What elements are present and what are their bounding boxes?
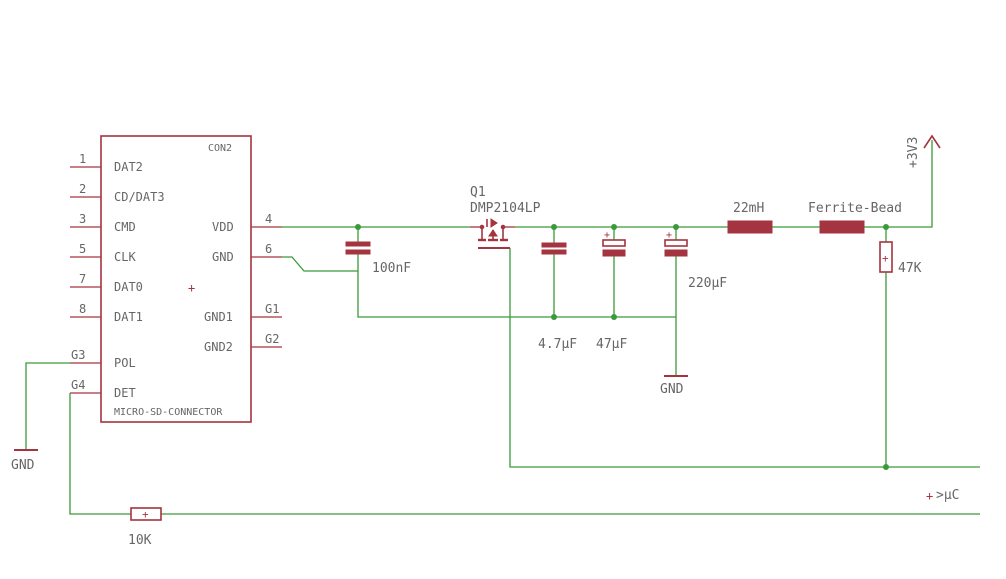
capacitor-220uf: + 220µF [664,230,727,291]
junction-dot [551,314,557,320]
ferrite-bead: Ferrite-Bead [808,201,902,234]
pin-label: CMD [114,220,136,234]
ground-symbol-mid: GND [660,375,688,397]
connector-name: CON2 [208,143,232,154]
power-symbol-3v3: +3V3 [906,134,941,168]
pin-label: DAT2 [114,160,143,174]
pin-label: CD/DAT3 [114,190,165,204]
capacitor-value: 220µF [688,276,727,291]
micro-sd-connector: CON2 MICRO-SD-CONNECTOR + 1 2 3 5 7 8 G3… [70,135,282,423]
connector-value: MICRO-SD-CONNECTOR [114,407,223,418]
pin-label: GND2 [204,340,233,354]
ground-label: GND [660,382,684,397]
pin-number: G3 [71,348,85,362]
pin-label: VDD [212,220,234,234]
transistor-name: Q1 [470,185,486,200]
pin-number: 6 [265,242,272,256]
pin-number: 5 [79,242,86,256]
resistor-10k: + 10K [128,507,162,548]
resistor-mark: + [882,252,889,265]
polarity-mark: + [604,230,610,241]
capacitor-100nf: 100nF [345,241,411,276]
signal-label: >µC [936,488,959,503]
capacitor-value: 47µF [596,337,627,352]
junction-dot [551,224,557,230]
power-label: +3V3 [906,137,921,168]
capacitor-value: 100nF [372,261,411,276]
polarity-mark: + [666,230,672,241]
pin-number: 4 [265,212,272,226]
pin-label: CLK [114,250,136,264]
pin-number: G4 [71,378,85,392]
ground-label: GND [11,458,35,473]
capacitor-47uf: + 47µF [596,230,627,352]
junction-dot [883,224,889,230]
junction-dot [355,224,361,230]
connector-origin-mark: + [188,281,195,295]
resistor-mark: + [142,508,149,521]
resistor-value: 47K [898,261,922,276]
capacitor-value: 4.7µF [538,337,577,352]
capacitor-4-7uf: 4.7µF [538,242,577,352]
resistor-47k: + 47K [879,241,922,276]
pin-label: DAT0 [114,280,143,294]
ferrite-value: Ferrite-Bead [808,201,902,216]
pin-number: 8 [79,302,86,316]
pin-label: DAT1 [114,310,143,324]
signal-label-uc: + >µC [926,488,959,503]
junction-dot [673,224,679,230]
pin-label: POL [114,356,136,370]
pin-number: 7 [79,272,86,286]
junction-dot [611,314,617,320]
pin-number: 1 [79,152,86,166]
pin-label: GND1 [204,310,233,324]
pin-number: G1 [265,302,279,316]
pin-number: 3 [79,212,86,226]
pin-label: GND [212,250,234,264]
junction-dot [611,224,617,230]
inductor-value: 22mH [733,201,764,216]
resistor-value: 10K [128,533,152,548]
inductor-22mh: 22mH [727,201,773,234]
transistor-value: DMP2104LP [470,201,541,216]
ground-symbol-left: GND [11,449,38,473]
pin-label: DET [114,386,136,400]
signal-mark: + [926,489,933,503]
wires [25,140,980,515]
junction-dot [883,464,889,470]
pin-number: 2 [79,182,86,196]
mosfet-q1: Q1 DMP2104LP [470,185,541,249]
pin-number: G2 [265,332,279,346]
